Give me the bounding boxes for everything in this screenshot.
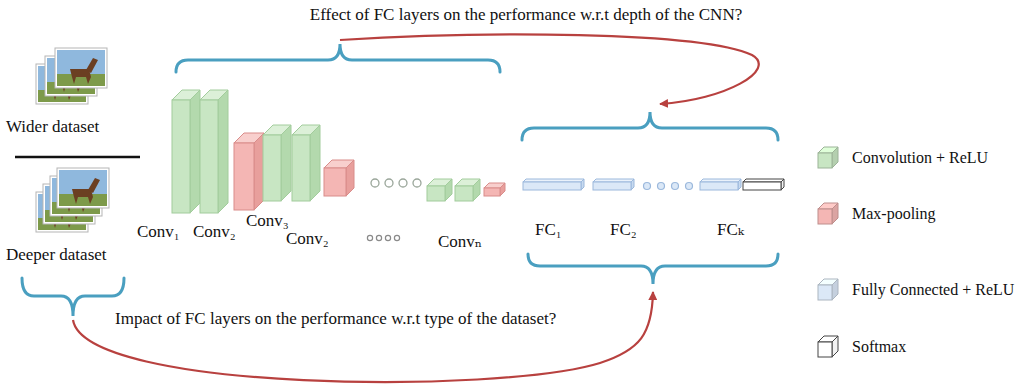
layer-label: FC₂ — [610, 220, 637, 240]
wider-dataset-images — [36, 48, 107, 104]
conv-block — [263, 125, 291, 201]
legend-swatch — [818, 203, 838, 224]
bracket — [176, 44, 500, 72]
pool-block — [234, 133, 264, 210]
fc-block — [523, 179, 584, 190]
legend-cube — [818, 279, 838, 300]
legend-cube — [818, 336, 838, 357]
fc-block — [593, 179, 634, 190]
layer-label: Conv₂ — [286, 229, 329, 249]
conv-block — [172, 90, 200, 213]
fc-block — [700, 179, 741, 190]
question-text: Effect of FC layers on the performance w… — [310, 5, 742, 25]
layer-label: Conv₂ — [193, 222, 236, 242]
pool-block — [484, 183, 505, 196]
legend-label: Softmax — [852, 337, 906, 356]
legend-swatch — [818, 147, 838, 168]
dataset-label: Deeper dataset — [6, 245, 107, 265]
deeper-dataset-images — [36, 168, 109, 232]
ellipsis-dots — [367, 235, 399, 240]
dataset-label: Wider dataset — [6, 117, 99, 137]
curved-arrow — [340, 34, 759, 104]
curved-arrow — [73, 292, 653, 382]
layer-label: Conv₃ — [246, 211, 289, 231]
pool-block — [324, 160, 354, 196]
legend-label: Fully Connected + ReLU — [852, 280, 1014, 299]
layer-label: FCₖ — [717, 220, 744, 240]
conv-block — [200, 90, 228, 213]
ellipsis-dots — [371, 179, 421, 187]
legend-swatch — [818, 336, 838, 357]
conv-block — [292, 125, 320, 201]
layer-label: Convₙ — [438, 232, 482, 252]
conv-block — [455, 179, 480, 201]
legend-cube — [818, 203, 838, 224]
bracket — [528, 254, 778, 284]
legend-label: Convolution + ReLU — [852, 148, 988, 167]
bracket — [22, 278, 124, 316]
conv-block — [427, 179, 452, 201]
divider-line — [15, 156, 140, 159]
bracket — [522, 112, 778, 140]
legend-swatch — [818, 279, 838, 300]
layer-label: Conv₁ — [137, 222, 180, 242]
network-blocks — [172, 90, 784, 213]
ellipsis-dots — [644, 183, 693, 190]
question-text: Impact of FC layers on the performance w… — [115, 309, 556, 329]
legend-cube — [818, 147, 838, 168]
softmax-block — [743, 179, 784, 190]
legend-label: Max-pooling — [852, 204, 936, 223]
layer-label: FC₁ — [535, 220, 562, 240]
